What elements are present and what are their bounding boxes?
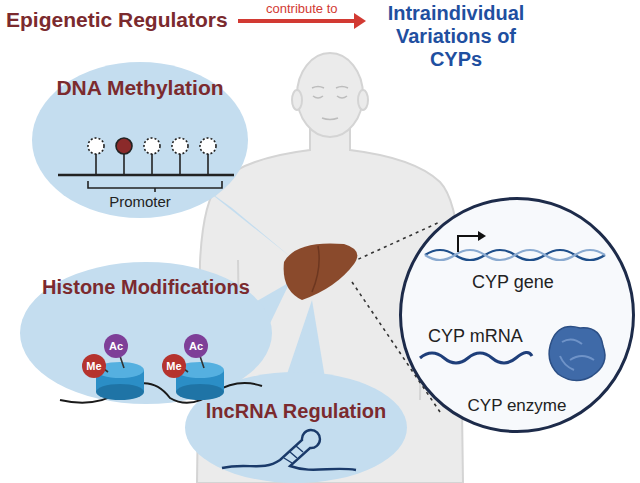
speech-bubble: DNA MethylationPromoter: [32, 62, 248, 218]
arrow-shaft: [238, 19, 354, 23]
lncrna-hairpin: [222, 430, 356, 470]
cyp-enzyme: [549, 327, 605, 381]
text-slot: Ac: [104, 334, 128, 358]
text-slot: Epigenetic Regulators: [6, 8, 230, 32]
mark-label: Ac: [104, 334, 128, 358]
methyl-mark: Me: [162, 354, 186, 378]
text-slot: DNA Methylation: [32, 76, 248, 100]
mark-label: Me: [82, 354, 106, 378]
text-slot: Me: [162, 354, 186, 378]
edge-label: contribute to: [263, 1, 341, 16]
mrna-wave: [420, 352, 532, 363]
node-label: CYP gene: [472, 272, 554, 293]
text-slot: Ac: [184, 334, 208, 358]
cpg-lollipops: [88, 138, 216, 175]
liver-lobe-line: [312, 246, 319, 292]
heading-label: Intraindividual Variations of CYPs: [370, 2, 542, 71]
heading-text: Epigenetic Regulators: [6, 8, 230, 32]
human-ear: [292, 90, 302, 110]
heading-text: Intraindividual Variations of CYPs: [370, 2, 542, 71]
text-slot: CYP gene: [472, 272, 554, 293]
acetyl-mark: Ac: [184, 334, 208, 358]
acetyl-mark: Ac: [104, 334, 128, 358]
mark-label: Me: [162, 354, 186, 378]
promoter-bracket: [88, 181, 222, 192]
human-eyes: [312, 87, 348, 120]
tss-arrow-head: [478, 231, 486, 241]
text-slot: CYP mRNA: [428, 326, 523, 347]
hairpin-rungs: [284, 446, 303, 463]
gene-helix: [425, 250, 605, 260]
text-slot: lncRNA Regulation: [185, 400, 407, 423]
gene-helix: [425, 250, 605, 260]
node-label: DNA Methylation: [32, 76, 248, 100]
histone-tail: [100, 356, 204, 372]
human-ear: [358, 90, 368, 110]
node-label: Promoter: [32, 193, 248, 210]
text-slot: CYP enzyme: [402, 396, 632, 416]
enzyme-texture: [560, 339, 594, 370]
node-label: CYP enzyme: [402, 396, 632, 416]
mark-label: Ac: [184, 334, 208, 358]
heading-label: Epigenetic Regulators: [6, 8, 230, 32]
text-slot: Intraindividual Variations of CYPs: [370, 2, 542, 71]
liver: [284, 243, 358, 300]
node-label: CYP mRNA: [428, 326, 523, 347]
zoom-circle: CYP geneCYP mRNA CYP enzyme: [399, 197, 635, 433]
text-slot: Histone Modifications: [20, 276, 272, 299]
text-slot: Promoter: [32, 193, 248, 210]
human-head: [297, 53, 363, 137]
nucleosome: [96, 362, 224, 400]
text-slot: Me: [82, 354, 106, 378]
methyl-mark: Me: [82, 354, 106, 378]
node-label: lncRNA Regulation: [185, 400, 407, 423]
dna-wrap: [60, 383, 262, 403]
arrow-head: [354, 13, 366, 29]
tss-arrow: [458, 236, 478, 252]
bubble-tail: [285, 300, 325, 380]
node-label: Histone Modifications: [20, 276, 272, 299]
